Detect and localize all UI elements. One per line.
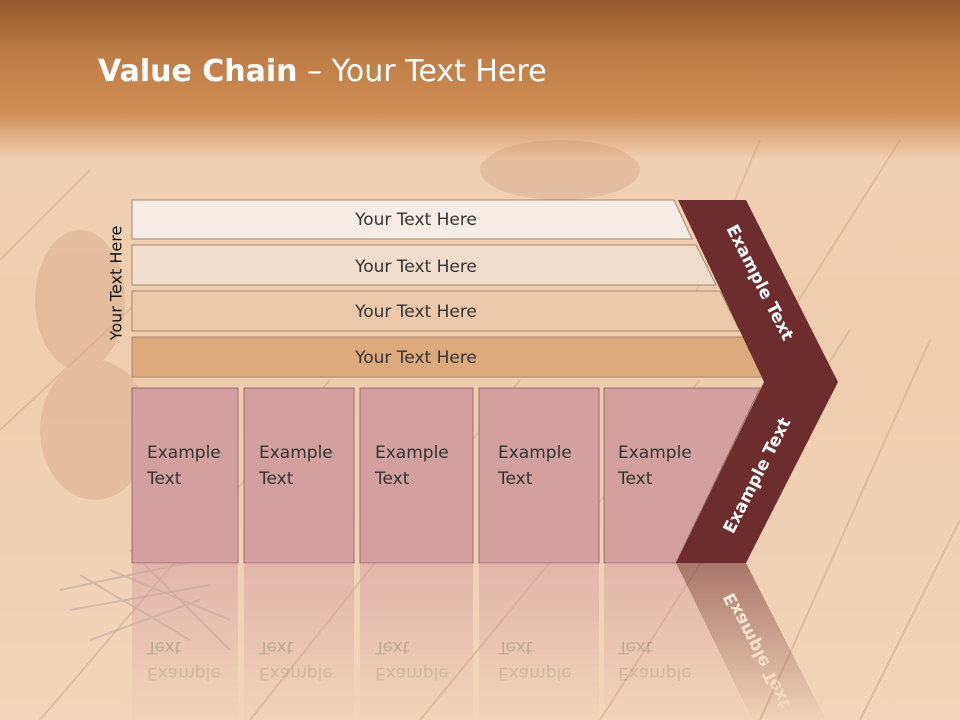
primary-box-shape [478, 387, 600, 564]
diagram-reflection: Example Text Example Text Example Text E… [132, 563, 826, 720]
svg-text:Example: Example [618, 663, 692, 683]
chevron-shape [676, 200, 838, 563]
support-row-shape [131, 244, 717, 286]
svg-text:Example: Example [375, 663, 449, 683]
svg-text:Text: Text [617, 637, 653, 657]
svg-text:Text: Text [258, 637, 294, 657]
support-row[interactable]: Your Text Here [131, 244, 717, 286]
svg-text:Text: Text [497, 637, 533, 657]
support-row-shape [131, 199, 693, 240]
title-rest: – Your Text Here [297, 54, 547, 89]
support-row[interactable]: Your Text Here [131, 199, 693, 240]
svg-text:Example: Example [259, 663, 333, 683]
support-row-label: Your Text Here [354, 348, 477, 368]
support-row-label: Your Text Here [354, 302, 477, 322]
hand-shadow [40, 360, 150, 500]
primary-box-line2: Text [374, 469, 410, 489]
primary-box[interactable]: Example Text [478, 387, 600, 564]
primary-box-line1: Example [618, 443, 692, 463]
support-row[interactable]: Your Text Here [131, 290, 741, 332]
primary-box-shape [243, 387, 355, 564]
header-band [0, 0, 960, 160]
support-row[interactable]: Your Text Here [131, 336, 765, 378]
primary-box-line2: Text [146, 469, 182, 489]
support-row-label: Your Text Here [354, 210, 477, 230]
primary-box-line1: Example [259, 443, 333, 463]
svg-text:Text: Text [146, 637, 182, 657]
primary-box[interactable]: Example Text [359, 387, 474, 564]
primary-box-line2: Text [258, 469, 294, 489]
svg-text:Example: Example [147, 663, 221, 683]
slide-title: Value Chain – Your Text Here [98, 54, 547, 89]
primary-box[interactable]: Example Text [243, 387, 355, 564]
svg-text:Text: Text [374, 637, 410, 657]
primary-box-shape [359, 387, 474, 564]
title-bold: Value Chain [98, 54, 298, 89]
primary-box[interactable]: Example Text [131, 387, 239, 564]
primary-box[interactable]: Example Text [603, 387, 761, 564]
primary-box-line2: Text [497, 469, 533, 489]
primary-box-line1: Example [375, 443, 449, 463]
svg-text:Example: Example [498, 663, 572, 683]
hammer-shadow [35, 230, 125, 370]
primary-box-line2: Text [617, 469, 653, 489]
primary-box-line1: Example [498, 443, 572, 463]
primary-box-line1: Example [147, 443, 221, 463]
support-row-label: Your Text Here [354, 257, 477, 277]
